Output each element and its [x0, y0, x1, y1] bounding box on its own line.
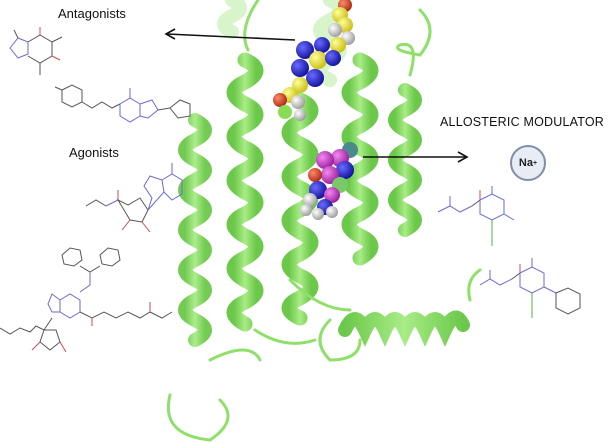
sodium-ion-badge: Na+: [510, 145, 546, 181]
allosteric-structure-amiloride: [437, 186, 515, 246]
agonists-label: Agonists: [69, 145, 119, 160]
antagonists-label: Antagonists: [58, 6, 126, 21]
agonist-structure-diphenylethyl: [0, 247, 173, 353]
allosteric-ligand-spheres: [300, 142, 358, 220]
antagonist-structure-xanthine: [9, 27, 63, 75]
sodium-ion-charge: +: [532, 159, 538, 167]
antagonist-structure-triazolotriazine: [54, 84, 191, 123]
allosteric-structure-piperidinyl-amiloride: [479, 258, 581, 318]
antagonist-arrow: [164, 28, 296, 41]
sodium-ion-symbol: Na: [518, 157, 533, 169]
allosteric-arrow: [363, 151, 469, 163]
allosteric-modulator-label: ALLOSTERIC MODULATOR: [440, 115, 604, 129]
agonist-structure-neca: [85, 163, 183, 233]
antagonist-ligand-spheres: [273, 0, 355, 121]
